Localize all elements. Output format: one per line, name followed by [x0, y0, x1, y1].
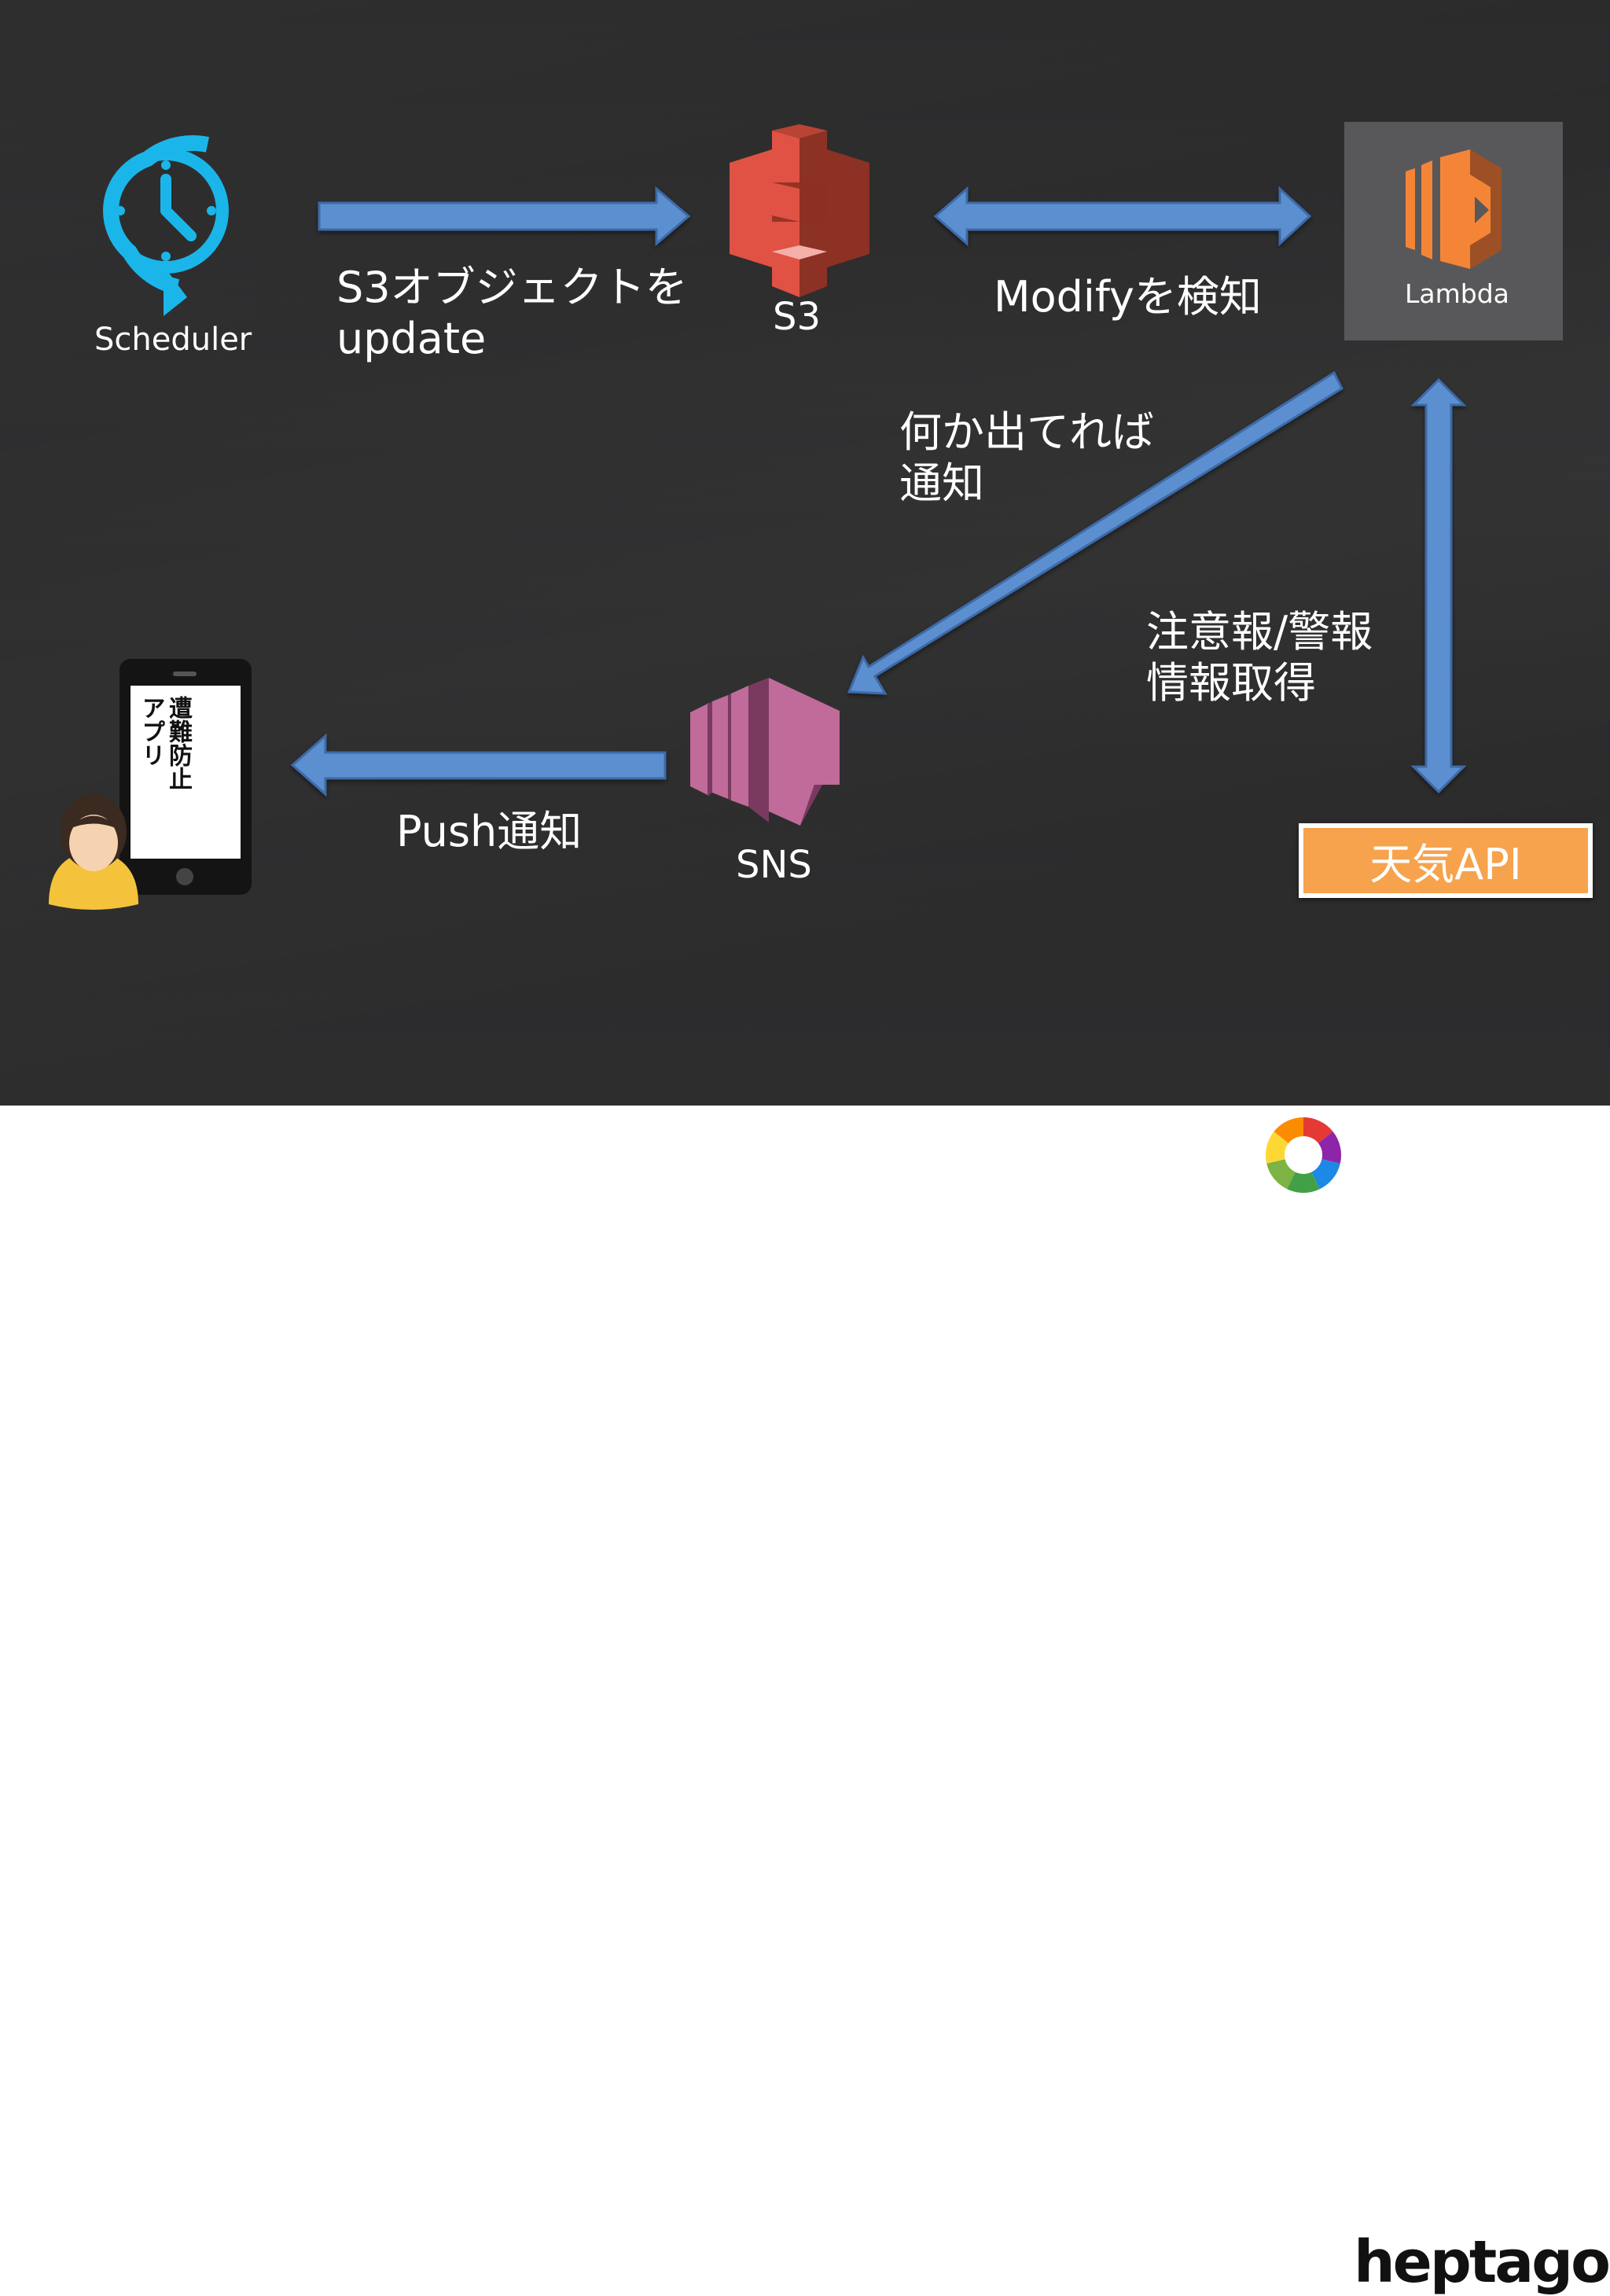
s3-icon	[730, 124, 869, 297]
arrow-lambda-to-sns	[847, 370, 1344, 695]
edge-label-sns-to-app: Push通知	[396, 807, 583, 856]
edge-label-lambda-to-sns: 何か出てれば 通知	[899, 407, 1154, 508]
brand-name: heptagon	[1354, 2228, 1610, 2296]
lambda-label: Lambda	[1405, 278, 1509, 309]
clock-icon	[103, 135, 229, 316]
user-icon	[49, 794, 138, 910]
slide: Lambda Scheduler S3 SNS S3オブジェクトを update…	[0, 0, 1610, 1106]
diagram-canvas	[49, 122, 1563, 910]
sns-icon	[690, 678, 840, 826]
lambda-icon	[1406, 149, 1502, 269]
heptagon-logo-mark	[1265, 1117, 1342, 1193]
footer: heptagon	[0, 1106, 1610, 2296]
weather-api-box: 天気API	[1299, 823, 1593, 898]
smartphone-icon	[119, 659, 252, 895]
edge-label-scheduler-to-s3: S3オブジェクトを update	[336, 263, 688, 363]
arrow-scheduler-to-s3	[318, 186, 691, 247]
app-screen-label: 遭難防止 アプリ	[137, 696, 193, 790]
arrow-lambda-weather	[1410, 377, 1467, 794]
s3-label: S3	[773, 295, 822, 339]
sns-label: SNS	[736, 843, 812, 887]
edge-label-lambda-weather: 注意報/警報 情報取得	[1146, 607, 1373, 708]
edge-label-s3-lambda: Modifyを検知	[994, 272, 1262, 322]
arrow-s3-lambda	[933, 186, 1312, 247]
scheduler-label: Scheduler	[94, 322, 252, 358]
arrow-sns-to-app	[290, 733, 667, 797]
